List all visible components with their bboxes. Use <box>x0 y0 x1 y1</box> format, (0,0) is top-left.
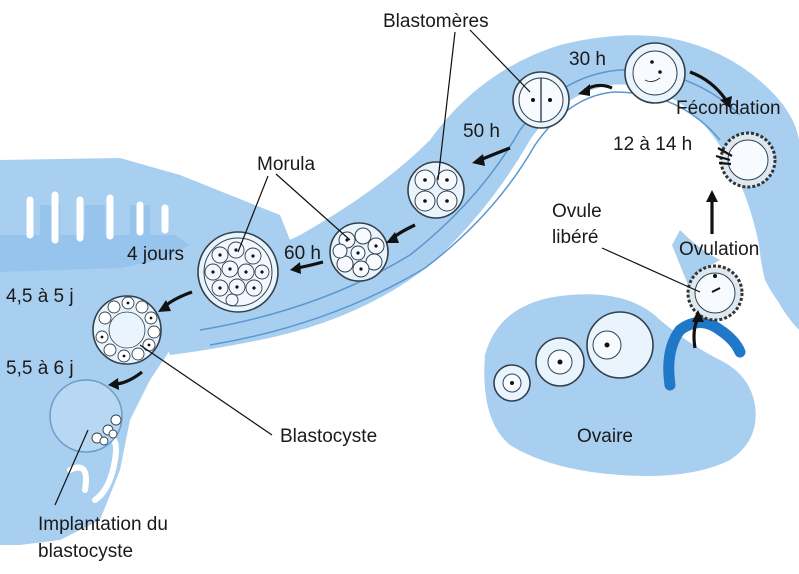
eight-cell-60h <box>330 223 388 281</box>
two-cell-blastomeres <box>513 72 569 128</box>
label-4-5-a-5-j: 4,5 à 5 j <box>6 286 74 307</box>
label-12-14h: 12 à 14 h <box>613 134 692 155</box>
label-blastocyste: Blastocyste <box>280 426 377 447</box>
label-4-jours: 4 jours <box>127 244 184 265</box>
label-ovule-1: Ovule <box>552 201 602 222</box>
label-ovule-2: libéré <box>552 227 598 248</box>
label-blastomeres: Blastomères <box>383 11 489 32</box>
label-ovulation: Ovulation <box>679 239 759 260</box>
label-implantation-1: Implantation du <box>38 514 168 535</box>
label-60h: 60 h <box>284 243 321 264</box>
label-ovaire: Ovaire <box>577 426 633 447</box>
blastocyst-cell <box>93 296 161 364</box>
implantation-blastocyst <box>50 380 122 452</box>
four-cell-blastomeres <box>408 162 464 218</box>
zygote-30h-cell <box>625 43 685 103</box>
morula-4-jours <box>198 232 278 312</box>
ovary <box>484 294 755 476</box>
ovule-libere-cell <box>688 266 742 320</box>
label-implantation-2: blastocyste <box>38 541 133 562</box>
label-50h: 50 h <box>463 121 500 142</box>
label-morula: Morula <box>257 154 316 175</box>
label-fecondation: Fécondation <box>676 98 781 119</box>
label-30h: 30 h <box>569 49 606 70</box>
label-5-5-a-6-j: 5,5 à 6 j <box>6 358 74 379</box>
